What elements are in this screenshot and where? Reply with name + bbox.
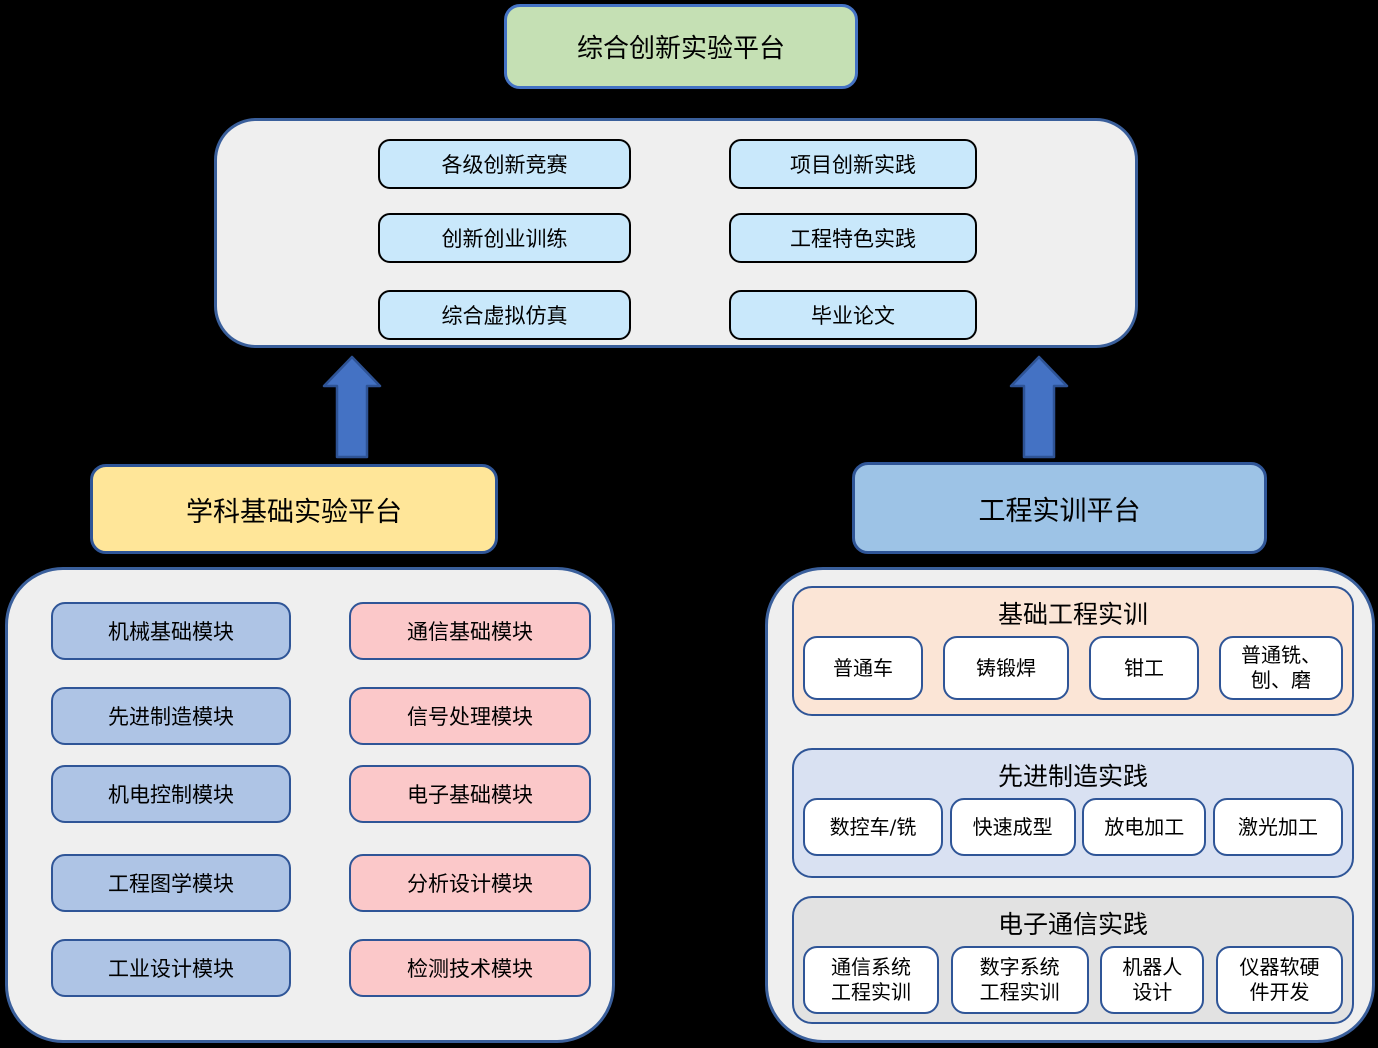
training-item-mill-plane-grind: 普通铣、 刨、磨 xyxy=(1219,636,1343,700)
section-basic-engineering-training: 基础工程实训 普通车 铸锻焊 钳工 普通铣、 刨、磨 xyxy=(792,586,1354,716)
module-signal-processing: 信号处理模块 xyxy=(349,687,591,745)
innovation-item-engineering: 工程特色实践 xyxy=(729,213,977,263)
section-electronic-communication-practice: 电子通信实践 通信系统 工程实训 数字系统 工程实训 机器人 设计 仪器软硬 件… xyxy=(792,896,1354,1024)
innovation-item-entrepreneurship: 创新创业训练 xyxy=(378,213,631,263)
training-item-laser: 激光加工 xyxy=(1212,798,1343,856)
training-item-rapid-prototyping: 快速成型 xyxy=(949,798,1076,856)
section-title: 基础工程实训 xyxy=(997,600,1148,629)
training-item-cast-forge-weld: 铸锻焊 xyxy=(943,636,1069,700)
module-analysis-design: 分析设计模块 xyxy=(349,854,591,912)
section-items-row: 普通车 铸锻焊 钳工 普通铣、 刨、磨 xyxy=(794,636,1352,700)
training-item-comm-systems: 通信系统 工程实训 xyxy=(803,946,939,1014)
innovation-item-project: 项目创新实践 xyxy=(729,139,977,189)
training-sections-container: 基础工程实训 普通车 铸锻焊 钳工 普通铣、 刨、磨 先进制造实践 数控车/铣 … xyxy=(765,567,1375,1043)
basic-experiment-platform-box: 学科基础实验平台 xyxy=(90,464,498,554)
module-electronics-basics: 电子基础模块 xyxy=(349,765,591,823)
module-testing-technology: 检测技术模块 xyxy=(349,939,591,997)
section-advanced-manufacturing-practice: 先进制造实践 数控车/铣 快速成型 放电加工 激光加工 xyxy=(792,748,1354,878)
innovation-container: 各级创新竞赛 创新创业训练 综合虚拟仿真 项目创新实践 工程特色实践 毕业论文 xyxy=(214,118,1138,348)
engineering-training-platform-box: 工程实训平台 xyxy=(852,462,1267,554)
section-title: 电子通信实践 xyxy=(997,910,1148,939)
innovation-item-competition: 各级创新竞赛 xyxy=(378,139,631,189)
top-platform-box: 综合创新实验平台 xyxy=(504,4,858,89)
innovation-item-thesis: 毕业论文 xyxy=(729,290,977,340)
section-title: 先进制造实践 xyxy=(997,762,1148,791)
module-advanced-manufacturing: 先进制造模块 xyxy=(51,687,291,745)
training-item-digital-systems: 数字系统 工程实训 xyxy=(950,946,1089,1014)
basic-modules-container: 机械基础模块 先进制造模块 机电控制模块 工程图学模块 工业设计模块 通信基础模… xyxy=(5,567,615,1043)
module-communication-basics: 通信基础模块 xyxy=(349,602,591,660)
training-item-edm: 放电加工 xyxy=(1082,798,1207,856)
module-mechanical-basics: 机械基础模块 xyxy=(51,602,291,660)
up-arrow-left-icon xyxy=(322,355,382,459)
training-item-instrument-dev: 仪器软硬 件开发 xyxy=(1215,946,1343,1014)
section-items-row: 数控车/铣 快速成型 放电加工 激光加工 xyxy=(794,798,1352,856)
training-item-benchwork: 钳工 xyxy=(1089,636,1199,700)
innovation-item-simulation: 综合虚拟仿真 xyxy=(378,290,631,340)
training-item-cnc: 数控车/铣 xyxy=(803,798,943,856)
section-items-row: 通信系统 工程实训 数字系统 工程实训 机器人 设计 仪器软硬 件开发 xyxy=(794,946,1352,1014)
training-item-lathe: 普通车 xyxy=(803,636,923,700)
up-arrow-right-icon xyxy=(1009,355,1069,459)
module-mechatronic-control: 机电控制模块 xyxy=(51,765,291,823)
module-engineering-graphics: 工程图学模块 xyxy=(51,854,291,912)
training-item-robot-design: 机器人 设计 xyxy=(1100,946,1205,1014)
module-industrial-design: 工业设计模块 xyxy=(51,939,291,997)
